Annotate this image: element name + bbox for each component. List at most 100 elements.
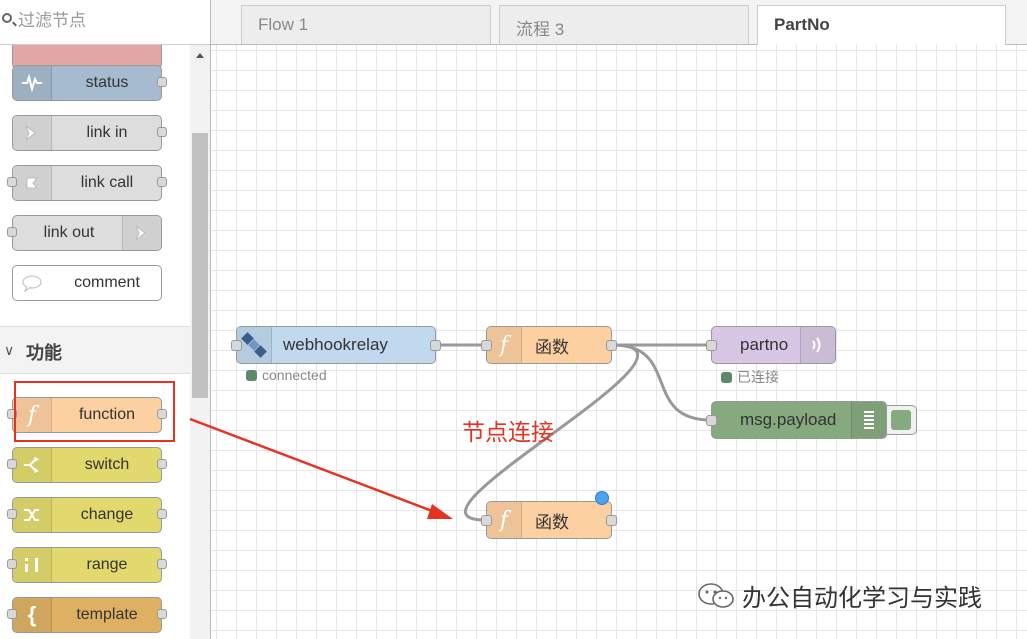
node-palette: status link in link call link out	[0, 0, 211, 639]
palette-node-label: change	[80, 506, 134, 523]
input-port[interactable]	[231, 340, 242, 351]
flow-canvas[interactable]: webhookrelay connected f 函数 partno 已连接 m…	[211, 45, 1027, 639]
switch-icon	[13, 448, 52, 482]
tab-partno[interactable]: PartNo	[757, 5, 1006, 45]
debug-toggle-button[interactable]	[887, 405, 917, 435]
wire-func1-func2[interactable]	[464, 343, 639, 522]
node-function-1[interactable]: f 函数	[481, 326, 617, 364]
node-function-2[interactable]: f 函数	[481, 501, 617, 539]
function-icon: f	[487, 327, 522, 363]
input-port[interactable]	[481, 340, 492, 351]
tab-flow-1[interactable]: Flow 1	[241, 5, 491, 44]
palette-search	[0, 0, 210, 45]
input-port[interactable]	[7, 559, 17, 569]
output-port[interactable]	[157, 127, 167, 137]
palette-node-label: comment	[74, 274, 140, 291]
palette-node-change[interactable]: change	[7, 497, 167, 533]
palette-node-label: range	[86, 556, 128, 573]
category-title: 功能	[26, 343, 62, 363]
status-dot	[721, 371, 732, 383]
palette-node-status[interactable]: status	[12, 65, 167, 101]
output-port[interactable]	[157, 609, 167, 619]
palette-scrollbar[interactable]	[190, 45, 210, 639]
input-port[interactable]	[706, 340, 717, 351]
palette-node-label: switch	[84, 456, 130, 473]
node-label: msg.payload	[740, 410, 837, 429]
broadcast-icon	[800, 327, 835, 363]
node-partno[interactable]: partno	[706, 326, 836, 364]
function-icon: f	[487, 502, 522, 538]
input-port[interactable]	[7, 509, 17, 519]
input-port[interactable]	[7, 609, 17, 619]
curly-brace-icon: {	[13, 598, 52, 632]
tab-flow-3[interactable]: 流程 3	[499, 5, 749, 44]
wire-layer	[435, 343, 712, 522]
palette-node-label: template	[76, 606, 138, 623]
node-label: 函数	[535, 512, 569, 532]
palette-node-switch[interactable]: switch	[7, 447, 167, 483]
status-text: 已连接	[737, 369, 779, 385]
node-status-webhookrelay: connected	[246, 367, 327, 383]
palette-node-label: link out	[43, 224, 95, 241]
palette-node-range[interactable]: range	[7, 547, 167, 583]
output-port[interactable]	[157, 77, 167, 87]
output-port[interactable]	[157, 409, 167, 419]
comment-icon	[13, 266, 51, 300]
palette-node-link-out[interactable]: link out	[7, 215, 162, 251]
satellite-icon	[237, 327, 272, 363]
input-port[interactable]	[481, 515, 492, 526]
node-status-partno: 已连接	[721, 367, 779, 387]
shuffle-icon	[13, 498, 52, 532]
search-icon	[2, 13, 12, 23]
palette-node-link-in[interactable]: link in	[12, 115, 167, 151]
input-port[interactable]	[7, 409, 17, 419]
link-out-icon	[122, 216, 161, 250]
node-label: partno	[740, 335, 789, 354]
highlight-box	[14, 381, 175, 442]
node-label: webhookrelay	[283, 335, 388, 354]
wechat-icon	[698, 582, 734, 608]
palette-node-function[interactable]: f function	[7, 397, 167, 433]
status-icon	[13, 66, 52, 100]
palette-search-input[interactable]	[18, 9, 198, 33]
changed-indicator	[595, 491, 609, 505]
watermark-text: 办公自动化学习与实践	[742, 585, 982, 612]
node-webhookrelay[interactable]: webhookrelay	[231, 326, 441, 364]
scroll-up-icon[interactable]	[196, 53, 204, 58]
function-icon: f	[13, 398, 52, 432]
palette-node-comment[interactable]: comment	[12, 265, 162, 301]
input-port[interactable]	[706, 415, 717, 426]
output-port[interactable]	[430, 340, 441, 351]
debug-toggle-indicator	[891, 410, 911, 430]
output-port[interactable]	[157, 559, 167, 569]
list-icon	[851, 402, 886, 438]
palette-node-list: status link in link call link out	[0, 45, 190, 639]
scrollbar-thumb[interactable]	[192, 133, 208, 398]
output-port[interactable]	[157, 509, 167, 519]
output-port[interactable]	[606, 515, 617, 526]
workspace-tabs: Flow 1 流程 3 PartNo	[211, 0, 1027, 45]
input-port[interactable]	[7, 459, 17, 469]
category-header-function[interactable]: ∨ 功能	[0, 326, 190, 374]
palette-node-label: function	[78, 406, 136, 423]
palette-node-label: link call	[80, 174, 134, 191]
output-port[interactable]	[606, 340, 617, 351]
link-in-icon	[13, 116, 52, 150]
palette-node-label: link in	[86, 124, 128, 141]
output-port[interactable]	[157, 177, 167, 187]
node-debug-msg-payload[interactable]: msg.payload	[706, 401, 887, 439]
palette-node-label: status	[85, 74, 129, 91]
status-dot	[246, 369, 257, 381]
range-icon	[13, 548, 52, 582]
input-port[interactable]	[7, 227, 17, 237]
link-call-icon	[13, 166, 52, 200]
status-text: connected	[262, 367, 327, 383]
palette-node-link-call[interactable]: link call	[7, 165, 167, 201]
input-port[interactable]	[7, 177, 17, 187]
watermark: 办公自动化学习与实践	[696, 578, 982, 613]
wire-func1-debug[interactable]	[612, 343, 712, 422]
output-port[interactable]	[157, 459, 167, 469]
node-label: 函数	[535, 337, 569, 357]
chevron-down-icon: ∨	[4, 342, 15, 358]
palette-node-template[interactable]: { template	[7, 597, 167, 633]
